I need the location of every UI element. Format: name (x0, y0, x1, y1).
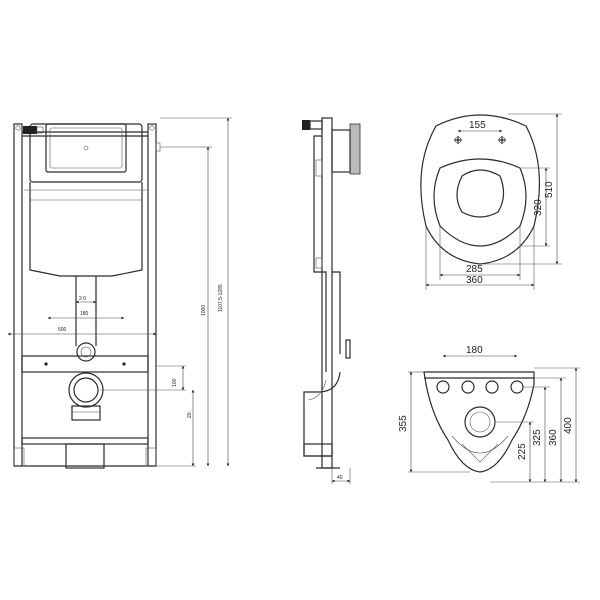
bowl-outline (420, 114, 541, 265)
rear-bowl-outline (423, 371, 535, 473)
dim-label-155: 155 (469, 120, 486, 131)
side-drain-elbow (303, 371, 341, 457)
side-view: 40 (302, 117, 361, 484)
flush-plate-opening (45, 123, 127, 173)
dim-label-1000: 1000 (201, 305, 207, 316)
rear-outlet (464, 406, 496, 438)
dim-label-100: 100 (172, 378, 178, 387)
dim-label-320: 320 (533, 199, 544, 216)
flush-connector (76, 342, 96, 362)
dim-label-510: 510 (544, 181, 555, 198)
dim-label-360-rear: 360 (548, 429, 559, 446)
left-frame-post (13, 123, 23, 467)
dim-label-360-top: 360 (466, 275, 483, 286)
right-frame-post (147, 123, 157, 467)
dim-label-355: 355 (398, 415, 409, 432)
dim-label-180: 180 (80, 311, 89, 317)
toilet-rear-view: 180 355 225 325 360 400 (398, 345, 580, 483)
cistern-top (29, 123, 143, 183)
dim-label-400: 400 (563, 417, 574, 434)
dim-label-180-rear: 180 (466, 345, 483, 356)
cistern-body (29, 182, 143, 277)
dim-label-325: 325 (532, 429, 543, 446)
side-flush-plate (349, 123, 361, 175)
side-frame-post (321, 117, 333, 469)
bowl-opening (456, 169, 505, 218)
dim-label-225: 225 (517, 443, 528, 460)
dim-label-20-height: 20 (187, 412, 193, 418)
dim-label-500: 500 (58, 327, 67, 333)
dim-label-20: 2 0 (79, 296, 86, 302)
front-view: 2 0 180 500 100 20 1000 1107,5-1285 (7, 117, 232, 469)
dim-label-285: 285 (466, 264, 483, 275)
toilet-top-view: 155 320 510 285 360 (420, 113, 562, 290)
dim-label-40: 40 (337, 475, 343, 481)
mounting-crossbar (21, 355, 149, 373)
dim-label-1107-1285: 1107,5-1285 (218, 284, 224, 312)
